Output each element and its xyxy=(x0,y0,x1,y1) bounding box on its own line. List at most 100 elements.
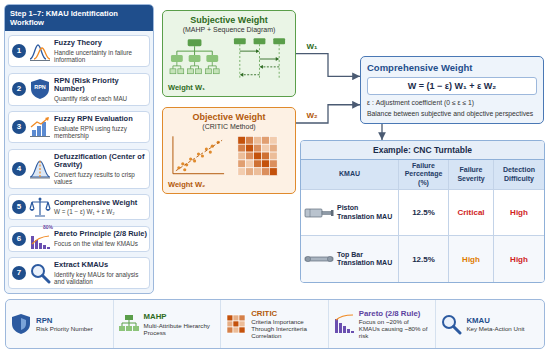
legend-text-column: Pareto (2/8 Rule)Focus on ~20% of KMAUs … xyxy=(359,309,432,340)
heatmap-cell xyxy=(233,327,239,333)
magnifier-handle xyxy=(43,276,50,283)
weight-illustration xyxy=(169,134,289,178)
lifeline xyxy=(279,44,280,79)
pareto-bar xyxy=(343,326,346,333)
connector xyxy=(381,124,382,140)
number-badge: 5 xyxy=(12,200,26,214)
table-cell: High xyxy=(494,236,544,282)
heatmap-cell xyxy=(246,144,254,152)
weight-label: Weight W₂ xyxy=(168,180,290,189)
legend-term: MAHP xyxy=(144,312,217,321)
pareto-bar xyxy=(339,323,342,333)
heatmap-cell xyxy=(246,137,254,145)
pareto-curve xyxy=(32,236,49,244)
step-number: 1 xyxy=(12,44,26,58)
lifeline-head xyxy=(273,39,285,45)
number-badge: 6 xyxy=(12,232,26,246)
scatter-dot xyxy=(209,151,212,154)
message-arrowhead xyxy=(259,65,262,69)
subjective-weight-box: Subjective Weight(MAHP + Sequence Diagra… xyxy=(162,10,296,97)
table-cell: Piston Translation MAU xyxy=(301,190,399,236)
tree-leaf xyxy=(205,69,211,74)
scatter-dot xyxy=(189,158,192,161)
step-icon: 80% xyxy=(29,228,51,250)
scatter-dot xyxy=(183,168,186,171)
tree-node xyxy=(171,55,183,62)
step-icon xyxy=(29,196,51,218)
step-icon xyxy=(29,116,51,138)
heatmap-cell xyxy=(261,152,269,160)
legend-text: Key Meta-Action Unit xyxy=(466,325,540,332)
legend-text-column: RPNRisk Priority Number xyxy=(36,316,109,332)
pareto-bar xyxy=(43,245,46,249)
fuzzy-curve xyxy=(30,45,46,59)
heatmap-cell xyxy=(261,168,269,176)
box-foot: Weight W₁ xyxy=(168,83,290,92)
legend-item: Pareto (2/8 Rule)Focus on ~20% of KMAUs … xyxy=(329,300,437,348)
lifeline-head xyxy=(254,39,266,45)
heatmap-cell xyxy=(238,137,246,145)
message-arrowhead xyxy=(256,49,259,53)
step-description: Evaluate RPN using fuzzy membership xyxy=(54,125,147,139)
step-number: 2 xyxy=(12,82,26,96)
tree-node xyxy=(125,315,133,320)
heatmap-cell xyxy=(261,137,269,145)
legend-icon xyxy=(440,313,462,335)
number-badge: 4 xyxy=(12,162,26,176)
heatmap-cell xyxy=(254,144,262,152)
step-title: Comprehensive Weight xyxy=(54,199,147,208)
heatmap-cell xyxy=(227,321,233,327)
table-cell: Critical xyxy=(449,190,494,236)
box-subtitle: (CRITIC Method) xyxy=(168,123,290,131)
step-icon-graphic xyxy=(29,196,51,218)
panel-title: Step 1–7: KMAU Identification Workflow xyxy=(5,5,153,31)
scatter-axes xyxy=(173,137,224,174)
tree-node xyxy=(206,55,218,62)
shield-stripe xyxy=(21,318,26,330)
table-cell-text: High xyxy=(462,255,480,264)
step-number: 3 xyxy=(12,120,26,134)
axis-line xyxy=(30,60,50,61)
pareto-bar xyxy=(335,319,338,333)
pareto-bar xyxy=(39,243,42,249)
tree-link xyxy=(122,320,136,326)
piston-body xyxy=(305,209,322,217)
formula: W = (1 − ε) W₁ + ε W₂ xyxy=(367,77,537,95)
step-text: Extract KMAUsIdentify key MAUs for analy… xyxy=(54,261,147,285)
axis-line xyxy=(30,136,50,137)
table-cell-text: Critical xyxy=(457,208,484,217)
step-text: Defuzzification (Center of Gravity)Conve… xyxy=(54,153,147,186)
heatmap-cell xyxy=(238,160,246,168)
heatmap-cell xyxy=(254,168,262,176)
box-title: Objective Weight xyxy=(168,112,290,123)
bar-end xyxy=(327,256,332,261)
centroid-line xyxy=(39,161,40,177)
step-description: Quantify risk of each MAU xyxy=(54,95,147,102)
step-text: RPN (Risk Priority Number)Quantify risk … xyxy=(54,77,147,102)
edge-label: W₂ xyxy=(304,111,319,121)
example-table: Example: CNC TurntableKMAUFailure Percen… xyxy=(300,140,545,283)
note: ε : Adjustment coefficient (0 ≤ ε ≤ 1) xyxy=(367,99,537,107)
step-icon xyxy=(29,158,51,180)
step-icon xyxy=(29,40,51,62)
legend-term: CRITIC xyxy=(251,309,324,318)
tree-link xyxy=(173,62,181,69)
step-text: Pareto Principle (2/8 Rule)Focus on the … xyxy=(54,230,147,247)
heatmap-cell xyxy=(269,152,277,160)
connector xyxy=(296,54,360,77)
tree-leaf xyxy=(196,69,202,74)
step-icon-graphic xyxy=(29,228,51,250)
heatmap-cell xyxy=(238,144,246,152)
tree-node xyxy=(119,326,125,331)
table-cell: 12.5% xyxy=(399,190,449,236)
pareto-curve xyxy=(336,315,353,320)
step-title: Fuzzy Theory xyxy=(54,39,147,48)
pareto-bar xyxy=(351,331,354,333)
step-card: 5 Comprehensive WeightW = (1 − ε) W₁ + ε … xyxy=(8,194,150,220)
table-title: Example: CNC Turntable xyxy=(301,141,544,160)
heatmap-cell xyxy=(238,152,246,160)
scatter-dot xyxy=(201,155,204,158)
legend-term: Pareto (2/8 Rule) xyxy=(359,309,432,318)
step-text: Comprehensive WeightW = (1 − ε) W₁ + ε W… xyxy=(54,199,147,216)
